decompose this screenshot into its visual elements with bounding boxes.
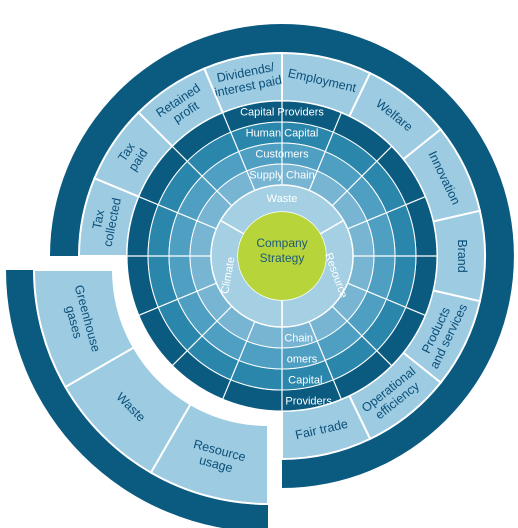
band-divider (331, 145, 393, 207)
capital-label-upper-capital-providers: Capital Providers (240, 107, 324, 119)
band-divider (171, 145, 233, 207)
capital-label-lower-chain: Chain (284, 333, 313, 345)
environmental-segment-resource-usage (149, 402, 269, 506)
band-divider (138, 196, 217, 230)
band-divider (171, 305, 233, 367)
context-ring (50, 24, 514, 488)
band-divider (222, 321, 256, 400)
band-divider (347, 196, 426, 230)
capital-label-upper-human-capital: Human Capital (246, 128, 319, 140)
left-impact-segments: Dividends/interest paidRetainedprofitTax… (77, 51, 283, 257)
band-divider (347, 282, 426, 316)
core-label-waste: Waste (267, 193, 298, 205)
capital-label-upper-customers: Customers (255, 149, 309, 161)
capital-label-upper-supply-chain: Supply Chain (249, 170, 314, 182)
environmental-segment-waste (64, 346, 192, 474)
band-divider (138, 282, 217, 316)
context-ring-right-arc (282, 24, 514, 488)
core-ring (210, 184, 354, 328)
band-divider (308, 321, 342, 400)
impact-label-brand: Brand (455, 239, 469, 272)
environmental-segment-greenhouse-gases (32, 269, 136, 389)
capital-label-lower-omers: omers (287, 354, 318, 366)
band-divider (331, 305, 393, 367)
core-label-line2: Strategy (260, 251, 305, 265)
capital-bands (126, 100, 438, 412)
context-ring-left-arc (50, 24, 282, 256)
company-strategy-core (238, 212, 326, 300)
capital-label-lower-providers: Providers (285, 396, 332, 408)
band-divider (308, 112, 342, 191)
core-label-line1: Company (256, 236, 307, 250)
band-divider (222, 112, 256, 191)
capital-label-lower-capital: Capital (288, 375, 322, 387)
